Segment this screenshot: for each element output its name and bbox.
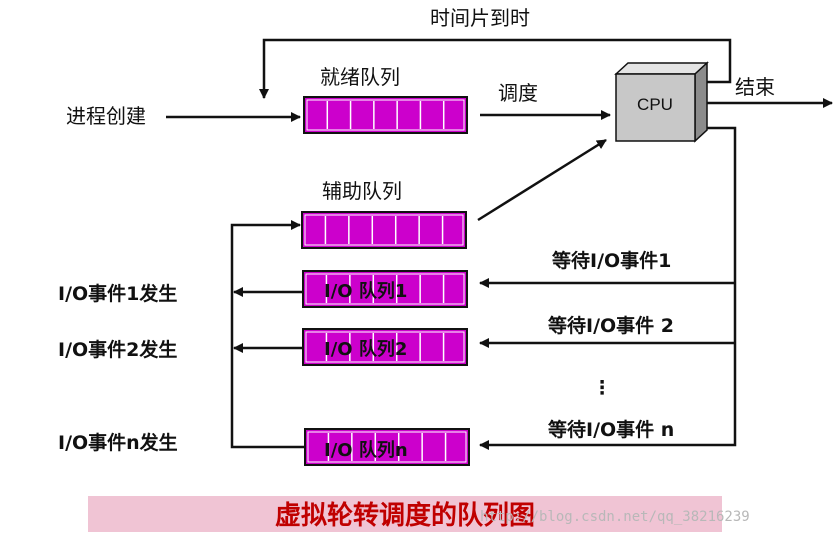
watermark: http://blog.csdn.net/qq_38216239 [480, 509, 750, 525]
caption-band [88, 496, 722, 532]
ellipsis-label: ⋮ [593, 377, 612, 399]
io-queue-n-label: I/O 队列n [324, 439, 408, 461]
io-queue-2 [302, 328, 468, 366]
ready-queue-inner-border [306, 99, 465, 131]
time-slice-label: 时间片到时 [430, 6, 530, 30]
io-queue-2-inner-border [305, 331, 465, 363]
cpu-box: CPU [614, 61, 709, 143]
io-queue-1-inner-border [305, 273, 465, 305]
io-queue-1 [302, 270, 468, 308]
ready-queue-box [303, 96, 468, 134]
io-event-n-label: I/O事件n发生 [58, 431, 178, 454]
io-queue-2-box [302, 328, 468, 366]
finish-label: 结束 [735, 75, 775, 99]
io-queue-n-box [304, 428, 470, 466]
wait-io-n-label: 等待I/O事件 n [547, 418, 674, 441]
return-to-aux-line [230, 220, 304, 449]
io-queue-n [304, 428, 470, 466]
aux-queue [301, 211, 467, 249]
io-queue-1-label: I/O 队列1 [324, 280, 407, 302]
timeout-loop-line [259, 38, 732, 99]
wait-io-2-label: 等待I/O事件 2 [547, 314, 674, 337]
cpu-label: CPU [637, 95, 673, 114]
aux-to-cpu-arrow [477, 138, 607, 222]
wait-io-1-label: 等待I/O事件1 [551, 249, 671, 272]
ready-queue-label: 就绪队列 [320, 65, 400, 89]
io-event-2-label: I/O事件2发生 [58, 338, 177, 361]
io-queue-n-inner-border [307, 431, 467, 463]
process-create-label: 进程创建 [66, 104, 146, 128]
io-queue-2-label: I/O 队列2 [324, 338, 407, 360]
io-wait-bus [490, 126, 737, 447]
diagram-caption: 虚拟轮转调度的队列图 [275, 500, 535, 531]
dispatch-label: 调度 [498, 81, 538, 105]
aux-queue-inner-border [304, 214, 464, 246]
aux-queue-label: 辅助队列 [322, 179, 402, 203]
io-queue-1-box [302, 270, 468, 308]
io-event-1-label: I/O事件1发生 [58, 282, 177, 305]
aux-queue-box [301, 211, 467, 249]
ready-queue [303, 96, 468, 134]
